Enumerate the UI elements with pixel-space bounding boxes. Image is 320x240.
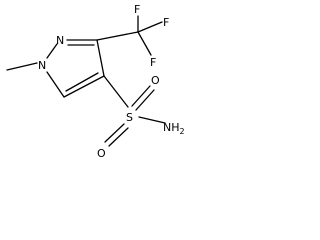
molecule-canvas: N N F F F S O O NH2	[0, 0, 192, 176]
bond-c3-c4	[96, 39, 105, 77]
atom-o-right-label: O	[151, 74, 160, 87]
bond-cf3-fmid	[137, 31, 152, 56]
atom-f-right-label: F	[163, 16, 169, 29]
bond-methyl-n1	[6, 62, 38, 71]
atom-nh2-label: NH2	[163, 121, 185, 136]
atom-nh2-subscript: 2	[180, 127, 185, 136]
bond-n1-n2	[46, 43, 58, 59]
atom-f-mid-label: F	[150, 56, 156, 69]
bond-c4-c5	[63, 75, 105, 98]
bond-c4-s	[103, 75, 129, 108]
atom-s-label: S	[126, 111, 133, 124]
bond-s-oleft	[104, 123, 125, 143]
atom-f-top-label: F	[134, 3, 140, 16]
bond-s-oright	[131, 85, 151, 107]
bond-s-oleft-double	[108, 127, 129, 147]
chemical-structure-diagram: N N F F F S O O NH2	[6, 3, 185, 160]
bond-c4-c5-double	[65, 72, 99, 92]
atom-n2-label: N	[56, 34, 64, 47]
atom-nh2-main: NH	[163, 121, 180, 134]
atom-n1-label: N	[38, 59, 46, 72]
bond-s-oright-double	[135, 89, 155, 111]
bond-c5-n1	[46, 71, 65, 98]
bond-s-nh2	[138, 116, 166, 124]
bond-c3-cf3	[96, 31, 139, 41]
atom-o-left-label: O	[97, 147, 106, 160]
bond-cf3-fright	[137, 21, 163, 33]
